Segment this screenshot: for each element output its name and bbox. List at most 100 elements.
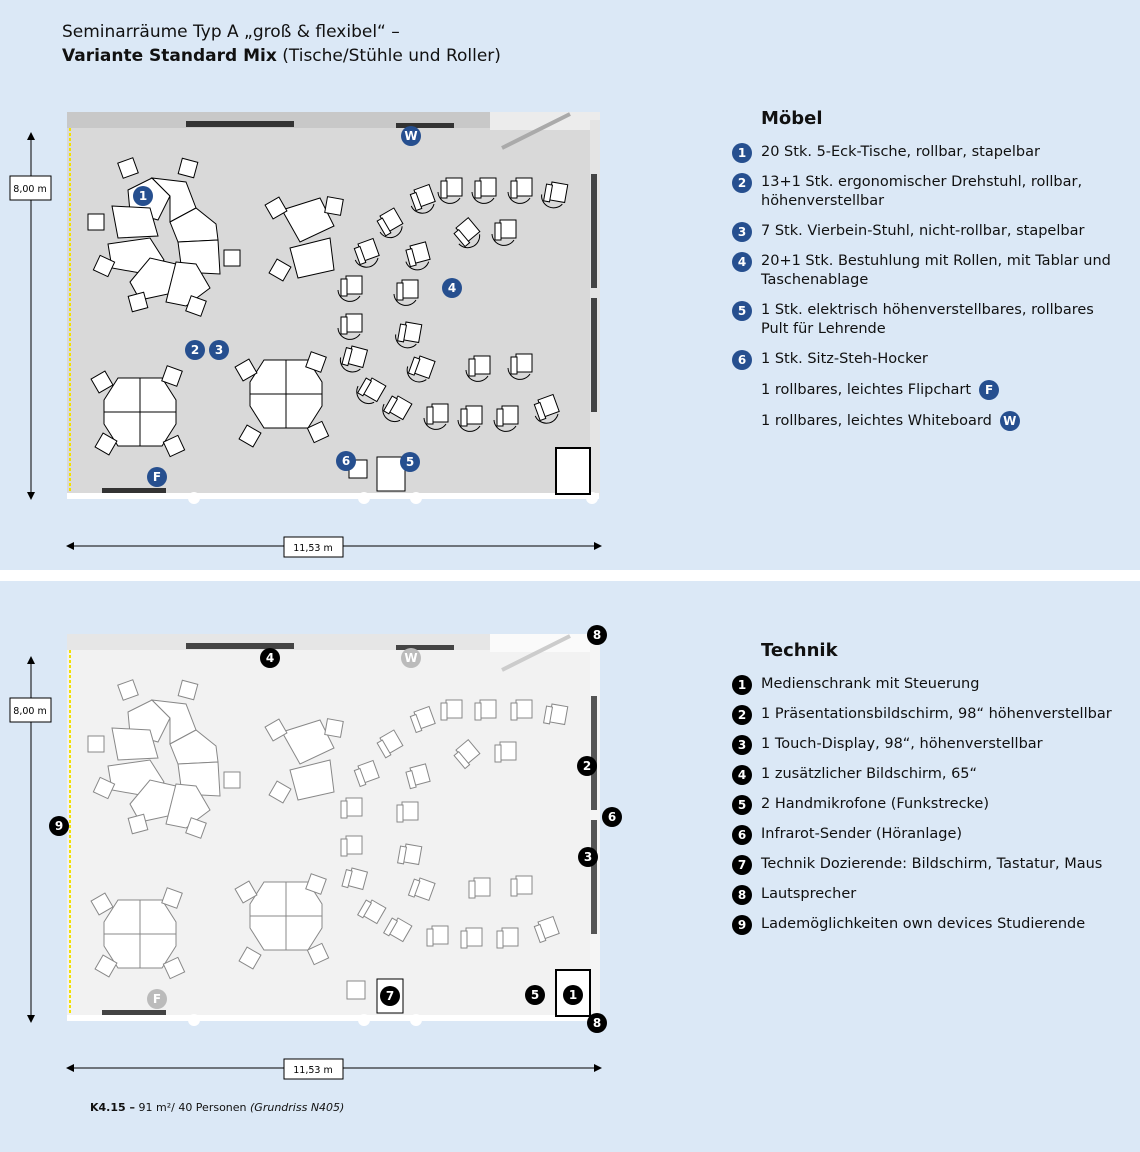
dimension-width: 11,53 m bbox=[66, 536, 602, 558]
legend-item: 5 2 Handmikrofone (Funkstrecke) bbox=[732, 795, 1122, 815]
legend-number-badge: 4 bbox=[732, 252, 752, 272]
legend-item-text: Lautsprecher bbox=[761, 886, 857, 902]
legend-number-badge: 6 bbox=[732, 350, 752, 370]
legend-item-text: Medienschrank mit Steuerung bbox=[761, 676, 980, 692]
media-cabinet bbox=[555, 447, 591, 495]
footer-area: 91 m²/ 40 Personen bbox=[135, 1101, 251, 1114]
table-cluster-middle-faded bbox=[264, 718, 344, 804]
legend-number-badge: 2 bbox=[732, 705, 752, 725]
legend-item-text: Technik Dozierende: Bildschirm, Tastatur… bbox=[761, 856, 1103, 872]
legend-item-text: 1 zusätzlicher Bildschirm, 65“ bbox=[761, 766, 978, 782]
legend-item: 6 Infrarot-Sender (Höranlage) bbox=[732, 825, 1122, 845]
legend-number-badge: 1 bbox=[732, 143, 752, 163]
legend-number-badge: 9 bbox=[732, 915, 752, 935]
badge-whiteboard-faded: W bbox=[404, 651, 417, 665]
dimension-height-technik-label: 8,00 m bbox=[13, 706, 46, 717]
legend-moebel: Möbel 1 20 Stk. 5-Eck-Tische, rollbar, st… bbox=[732, 108, 1122, 442]
badge-t7: 7 bbox=[386, 989, 394, 1003]
table-cluster-pentagon-faded bbox=[87, 679, 241, 839]
legend-item: 3 1 Touch-Display, 98“, höhenverstellbar bbox=[732, 735, 1122, 755]
badge-m6: 6 bbox=[342, 454, 350, 468]
legend-item: 7 Technik Dozierende: Bildschirm, Tastatu… bbox=[732, 855, 1122, 875]
table-cluster-lower-left-faded bbox=[90, 887, 186, 980]
badge-m1: 1 bbox=[139, 189, 147, 203]
page-title: Seminarräume Typ A „groß & flexibel“ – V… bbox=[62, 20, 501, 68]
legend-number-badge: 2 bbox=[732, 173, 752, 193]
badge-whiteboard: W bbox=[404, 129, 417, 143]
legend-item-text: Lademöglichkeiten own devices Studierend… bbox=[761, 916, 1086, 932]
title-line-2: Variante Standard Mix (Tische/Stühle und… bbox=[62, 44, 501, 68]
legend-item-text: 20 Stk. 5-Eck-Tische, rollbar, stapelbar bbox=[761, 144, 1040, 160]
legend-number-badge: 8 bbox=[732, 885, 752, 905]
table-cluster-lower-left bbox=[90, 365, 186, 458]
legend-item: 4 20+1 Stk. Bestuhlung mit Rollen, mit Ta… bbox=[732, 252, 1122, 290]
legend-item-text: 13+1 Stk. ergonomischer Drehstuhl, rollb… bbox=[761, 174, 1083, 209]
legend-item-text: 2 Handmikrofone (Funkstrecke) bbox=[761, 796, 989, 812]
footer-note: (Grundriss N405) bbox=[250, 1101, 345, 1114]
legend-item: 2 13+1 Stk. ergonomischer Drehstuhl, roll… bbox=[732, 173, 1122, 211]
dimension-height: 8,00 m bbox=[9, 132, 52, 500]
whiteboard-badge: W bbox=[999, 411, 1020, 431]
legend-number-badge: 3 bbox=[732, 735, 752, 755]
footer-caption: K4.15 – 91 m²/ 40 Personen (Grundriss N4… bbox=[90, 1101, 344, 1114]
legend-item-text: 1 Präsentationsbildschirm, 98“ höhenvers… bbox=[761, 706, 1112, 722]
legend-item-text: 1 Stk. elektrisch höhenverstellbares, ro… bbox=[761, 302, 1094, 337]
legend-item: 1 Medienschrank mit Steuerung bbox=[732, 675, 1122, 695]
footer-code: K4.15 – bbox=[90, 1101, 135, 1114]
badge-t6: 6 bbox=[608, 810, 616, 824]
dimension-width-technik: 11,53 m bbox=[66, 1058, 602, 1080]
legend-number-badge: 5 bbox=[732, 795, 752, 815]
badge-m2: 2 bbox=[191, 343, 199, 357]
badge-t5: 5 bbox=[531, 988, 539, 1002]
flipchart-badge: F bbox=[979, 380, 1000, 400]
floorplan-technik: W F 1 2 3 4 5 6 7 8 8 9 8,00 m 11,53 m bbox=[9, 625, 622, 1080]
legend-item: 6 1 Stk. Sitz-Steh-Hocker bbox=[732, 350, 1122, 370]
legend-number-badge: 5 bbox=[732, 301, 752, 321]
legend-technik: Technik 1 Medienschrank mit Steuerung 2 1 P… bbox=[732, 640, 1122, 945]
legend-item-text: Infrarot-Sender (Höranlage) bbox=[761, 826, 963, 842]
dimension-width-technik-label: 11,53 m bbox=[293, 1065, 332, 1076]
legend-item: 2 1 Präsentationsbildschirm, 98“ höhenver… bbox=[732, 705, 1122, 725]
dimension-height-technik: 8,00 m bbox=[9, 656, 52, 1023]
badge-flipchart: F bbox=[153, 470, 161, 484]
legend-item: 9 Lademöglichkeiten own devices Studieren… bbox=[732, 915, 1122, 935]
badge-t1: 1 bbox=[569, 988, 577, 1002]
title-variant-detail: (Tische/Stühle und Roller) bbox=[276, 46, 501, 66]
badge-flipchart-faded: F bbox=[153, 992, 161, 1006]
legend-item-text: 1 Stk. Sitz-Steh-Hocker bbox=[761, 351, 928, 367]
legend-number-badge: 1 bbox=[732, 675, 752, 695]
badge-m3: 3 bbox=[215, 343, 223, 357]
badge-m4: 4 bbox=[448, 281, 456, 295]
badge-t9: 9 bbox=[55, 819, 63, 833]
title-variant: Variante Standard Mix bbox=[62, 46, 277, 66]
legend-item: 8 Lautsprecher bbox=[732, 885, 1122, 905]
legend-number-badge: 7 bbox=[732, 855, 752, 875]
legend-item: 1 20 Stk. 5-Eck-Tische, rollbar, stapelba… bbox=[732, 143, 1122, 163]
legend-moebel-heading: Möbel bbox=[761, 108, 823, 129]
badge-t8-bottom: 8 bbox=[593, 1016, 601, 1030]
legend-item: 5 1 Stk. elektrisch höhenverstellbares, r… bbox=[732, 301, 1122, 339]
section-separator bbox=[0, 570, 1140, 581]
table-cluster-pentagon bbox=[87, 157, 241, 317]
badge-t2: 2 bbox=[583, 759, 591, 773]
stool-faded bbox=[346, 980, 366, 1000]
title-line-1: Seminarräume Typ A „groß & flexibel“ – bbox=[62, 22, 400, 42]
legend-item-text: 1 Touch-Display, 98“, höhenverstellbar bbox=[761, 736, 1043, 752]
badge-m5: 5 bbox=[406, 455, 414, 469]
dimension-width-label: 11,53 m bbox=[293, 543, 332, 554]
legend-technik-heading: Technik bbox=[761, 640, 838, 661]
floorplan-moebel: 1 2 3 4 5 6 W F 8,00 m 11,53 m bbox=[9, 112, 602, 558]
badge-t8-top: 8 bbox=[593, 628, 601, 642]
dimension-height-label: 8,00 m bbox=[13, 184, 46, 195]
legend-item: 3 7 Stk. Vierbein-Stuhl, nicht-rollbar, s… bbox=[732, 222, 1122, 242]
table-cluster-middle bbox=[264, 196, 344, 282]
legend-item-text: 7 Stk. Vierbein-Stuhl, nicht-rollbar, st… bbox=[761, 223, 1085, 239]
badge-t4: 4 bbox=[266, 651, 274, 665]
legend-number-badge: 3 bbox=[732, 222, 752, 242]
legend-item-text: 20+1 Stk. Bestuhlung mit Rollen, mit Tab… bbox=[761, 253, 1111, 288]
legend-number-badge: 6 bbox=[732, 825, 752, 845]
badge-t3: 3 bbox=[584, 850, 592, 864]
